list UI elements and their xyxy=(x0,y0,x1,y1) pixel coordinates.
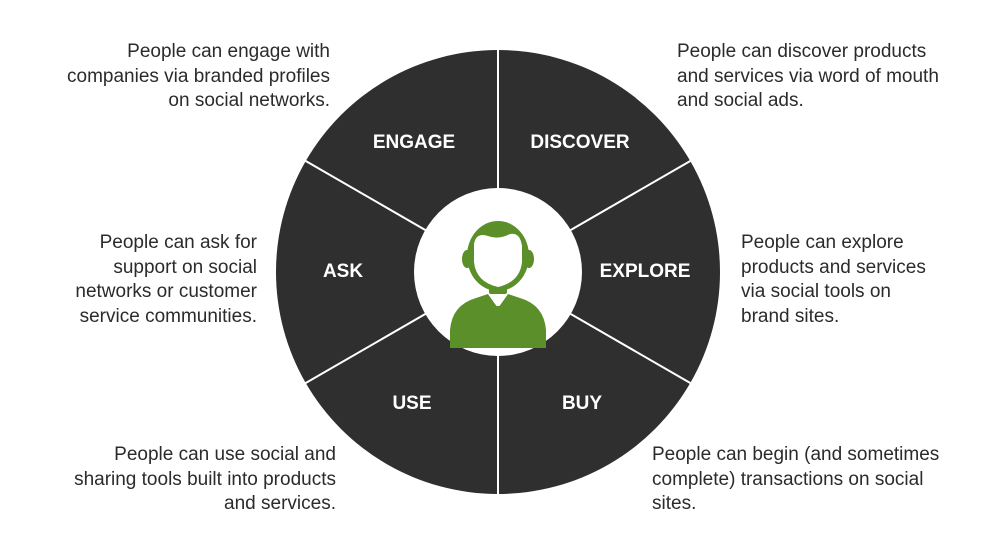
description-line: and services via word of mouth xyxy=(677,65,939,87)
description-line: via social tools on xyxy=(741,281,891,302)
description-discover: People can discover products and service… xyxy=(677,40,939,114)
description-line: sharing tools built into products xyxy=(74,468,336,490)
description-line: brand sites. xyxy=(741,305,840,327)
description-explore: People can explore products and services… xyxy=(741,231,926,329)
description-line: on social networks. xyxy=(168,90,330,111)
segment-label-use: USE xyxy=(392,393,431,414)
description-line: networks or customer xyxy=(75,281,257,302)
segment-explore xyxy=(498,161,721,383)
description-line: People can begin (and sometimes xyxy=(652,444,940,465)
segment-label-discover: DISCOVER xyxy=(530,132,630,153)
segment-label-engage: ENGAGE xyxy=(373,132,455,153)
description-line: support on social xyxy=(113,256,257,278)
description-line: and services. xyxy=(224,493,336,514)
description-line: People can discover products xyxy=(677,41,927,62)
description-engage: People can engage with companies via bra… xyxy=(67,40,330,114)
description-use: People can use social and sharing tools … xyxy=(74,443,336,517)
description-line: service communities. xyxy=(79,305,257,327)
description-line: and social ads. xyxy=(677,90,804,111)
description-ask: People can ask for support on social net… xyxy=(75,231,257,329)
description-line: companies via branded profiles xyxy=(67,65,330,87)
segment-label-buy: BUY xyxy=(562,393,602,414)
description-line: products and services xyxy=(741,256,926,278)
segment-label-ask: ASK xyxy=(323,261,363,282)
description-line: People can explore xyxy=(741,232,904,253)
description-line: complete) transactions on social xyxy=(652,468,924,490)
segment-label-explore: EXPLORE xyxy=(600,261,691,282)
description-line: sites. xyxy=(652,493,697,514)
segment-ask xyxy=(275,161,498,383)
description-line: People can ask for xyxy=(99,232,257,253)
description-line: People can use social and xyxy=(114,444,336,465)
person-avatar-icon xyxy=(450,221,546,348)
description-buy: People can begin (and sometimes complete… xyxy=(652,443,939,517)
description-line: People can engage with xyxy=(127,41,330,62)
